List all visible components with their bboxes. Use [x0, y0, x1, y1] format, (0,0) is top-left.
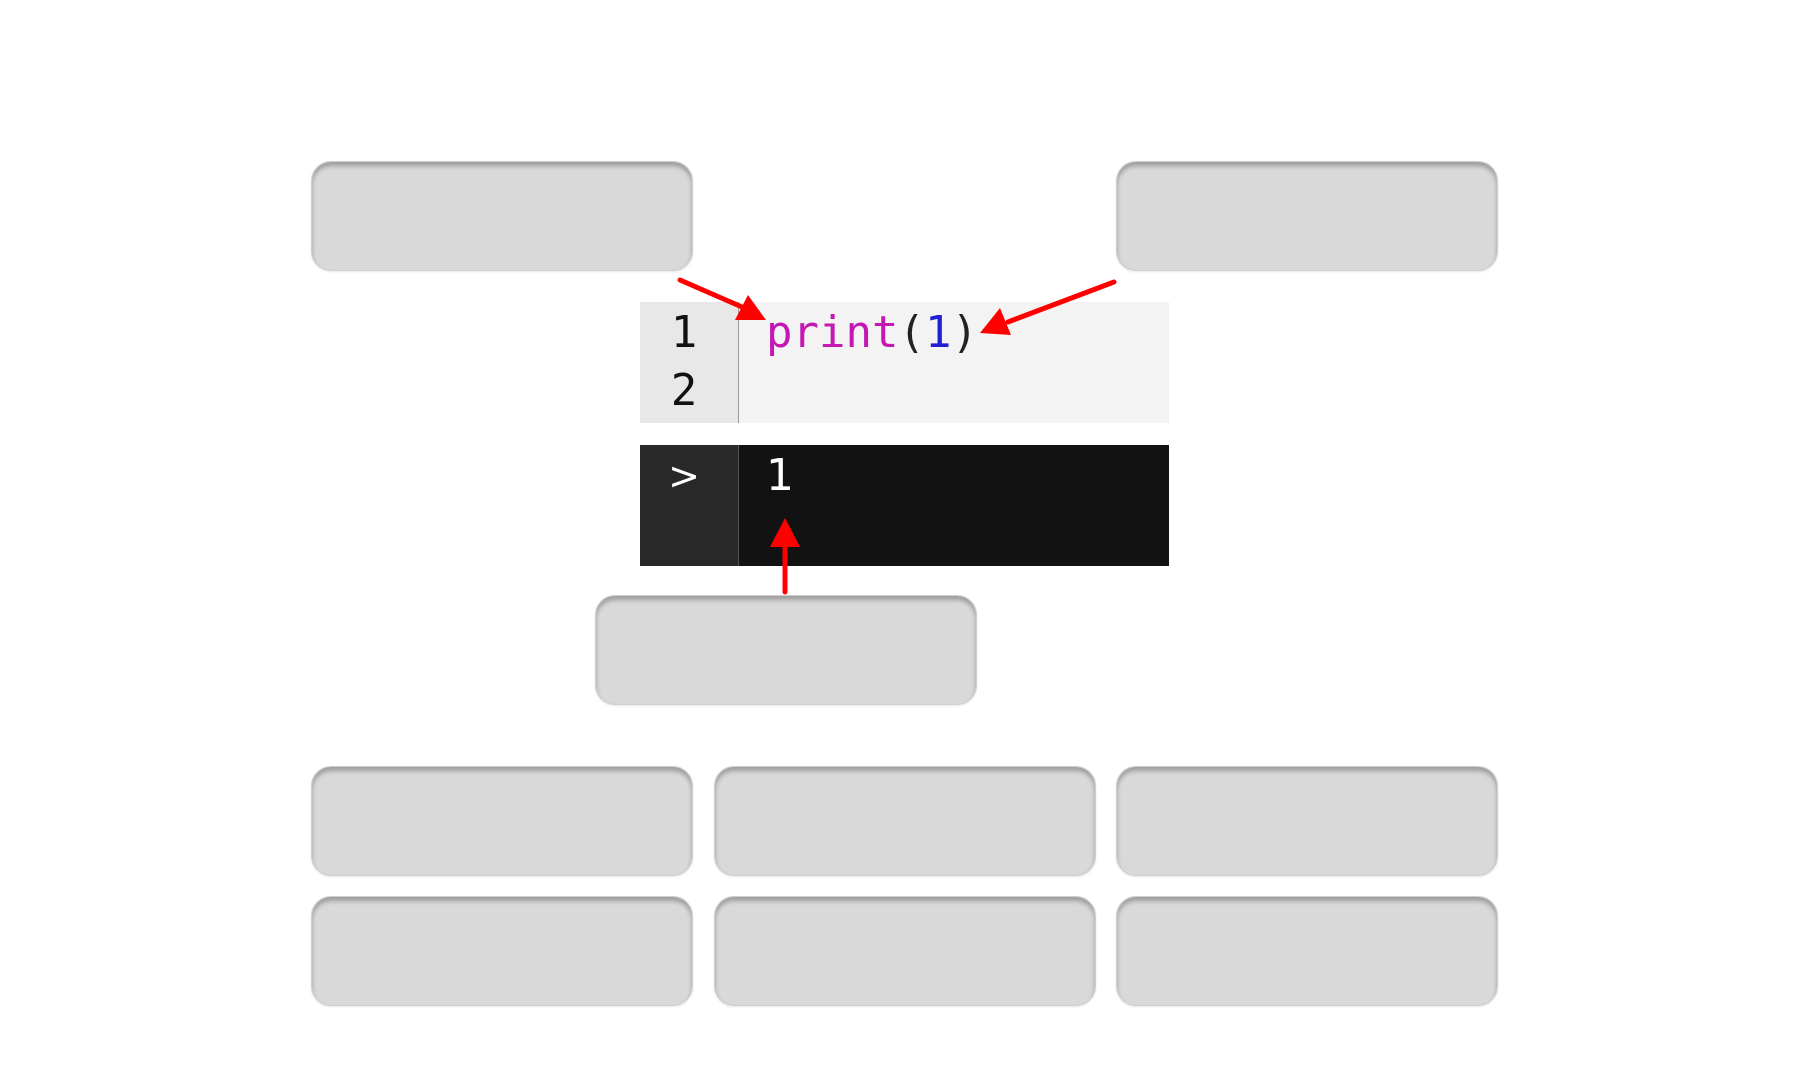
line-number-gutter: 1 2	[640, 302, 739, 423]
drop-slot-argument[interactable]	[1116, 161, 1498, 271]
console-gutter: >	[640, 445, 739, 566]
line-number: 1	[670, 307, 698, 358]
code-open-paren: (	[898, 307, 925, 358]
answer-bank-slot[interactable]	[714, 766, 1096, 876]
line-number: 2	[670, 365, 698, 416]
code-close-paren: )	[951, 307, 978, 358]
console-output-panel: > 1	[640, 445, 1169, 566]
answer-bank-slot[interactable]	[714, 896, 1096, 1006]
answer-bank-slot[interactable]	[1116, 896, 1498, 1006]
answer-bank-slot[interactable]	[311, 766, 693, 876]
code-line: print(1)	[766, 304, 978, 362]
code-number-literal: 1	[924, 307, 952, 358]
answer-bank-slot[interactable]	[311, 896, 693, 1006]
console-output-text: 1	[766, 450, 794, 501]
drop-slot-print-keyword[interactable]	[311, 161, 693, 271]
console-prompt: >	[668, 454, 700, 498]
drop-slot-output[interactable]	[595, 595, 977, 705]
code-editor[interactable]: 1 2 print(1)	[640, 302, 1169, 423]
code-keyword-print: print	[766, 307, 899, 358]
answer-bank-slot[interactable]	[1116, 766, 1498, 876]
